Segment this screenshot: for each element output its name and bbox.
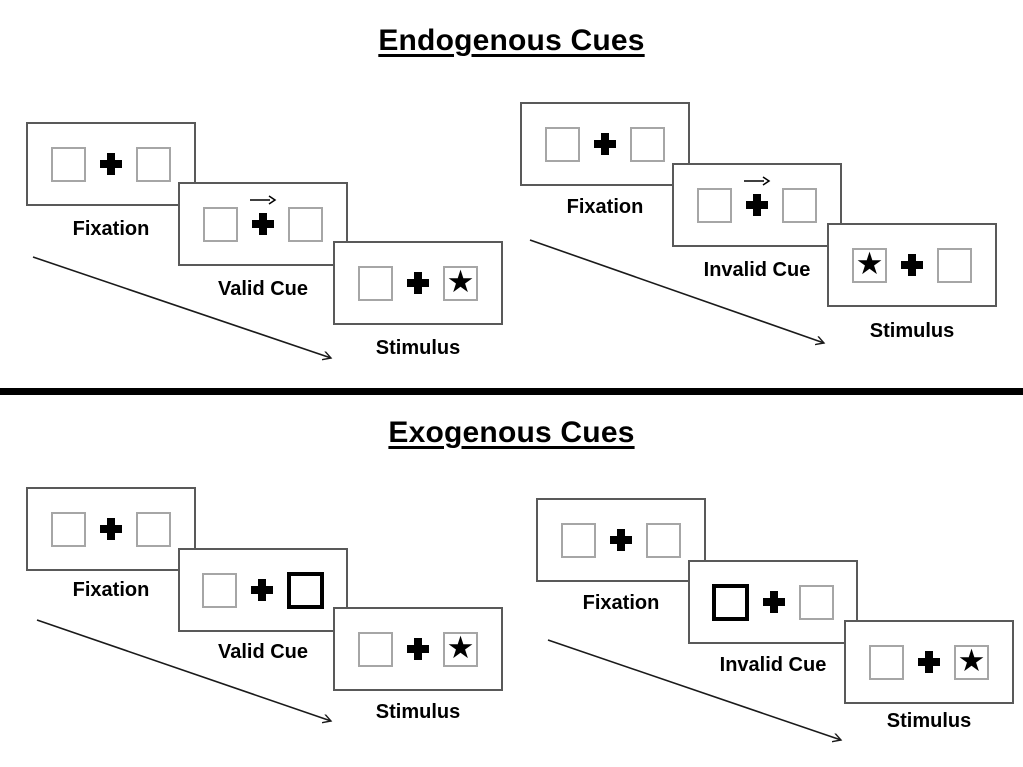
right-box [782,187,817,223]
timeline-arrow-endo-valid [32,256,331,358]
left-box [51,511,86,547]
plus-icon [407,272,429,294]
left-box [358,265,393,301]
plus-icon [594,133,616,155]
thick-box-cue [712,583,749,621]
timeline-arrow-exo-valid [36,619,331,721]
right-box [937,247,972,283]
step-label: Stimulus [375,701,461,723]
fixation-panel [26,487,196,571]
left-box [545,126,580,162]
left-box [51,146,86,182]
plus-icon [251,579,273,601]
star-icon: ★ [446,264,475,299]
left-box: ★ [852,246,887,283]
right-box [799,584,834,620]
fixation-panel [536,498,706,582]
right-box: ★ [954,643,989,680]
star-icon: ★ [855,246,884,281]
step-label: Stimulus [886,710,972,732]
step-label: Fixation [566,196,644,218]
endogenous-section-title: Endogenous Cues [378,24,645,57]
left-box [561,522,596,558]
star-icon: ★ [446,630,475,665]
step-label: Fixation [72,218,150,240]
timeline-arrow-endo-invalid [529,239,824,343]
step-label: Stimulus [869,320,955,342]
left-box [697,187,732,223]
section-divider [0,388,1023,395]
plus-icon [100,153,122,175]
invalid-cue-panel [688,560,858,644]
left-box [358,631,393,667]
exogenous-section-title: Exogenous Cues [388,416,635,449]
step-label: Invalid Cue [703,259,811,281]
step-label: Valid Cue [217,278,309,300]
fixation-panel [520,102,690,186]
stimulus-panel: ★ [333,607,503,691]
plus-icon [100,518,122,540]
right-box [136,146,171,182]
valid-cue-panel [178,182,348,266]
fixation-panel [26,122,196,206]
arrow-right-icon [744,176,771,186]
stimulus-panel: ★ [844,620,1014,704]
left-box [202,572,237,608]
left-box [869,644,904,680]
stimulus-panel: ★ [333,241,503,325]
plus-icon [918,651,940,673]
right-box [288,206,323,242]
right-box [646,522,681,558]
step-label: Fixation [72,579,150,601]
step-label: Invalid Cue [719,654,827,676]
step-label: Valid Cue [217,641,309,663]
right-box: ★ [443,264,478,301]
left-box [203,206,238,242]
plus-icon [901,254,923,276]
plus-icon [746,194,768,216]
plus-icon [252,213,274,235]
plus-icon [610,529,632,551]
thick-box-cue [287,571,324,609]
stimulus-panel: ★ [827,223,997,307]
star-icon: ★ [957,643,986,678]
arrow-right-icon [250,195,277,205]
step-label: Stimulus [375,337,461,359]
right-box [630,126,665,162]
plus-icon [407,638,429,660]
right-box: ★ [443,630,478,667]
plus-icon [763,591,785,613]
invalid-cue-panel [672,163,842,247]
right-box [136,511,171,547]
step-label: Fixation [582,592,660,614]
valid-cue-panel [178,548,348,632]
